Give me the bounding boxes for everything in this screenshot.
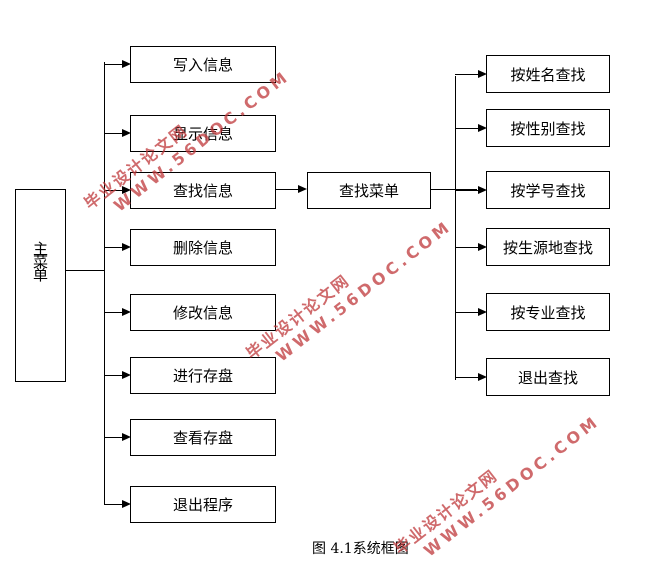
arrow-icon: [478, 186, 487, 194]
connector-line: [104, 247, 124, 248]
connector-line: [104, 504, 124, 505]
connector-line: [104, 312, 124, 313]
arrow-icon: [478, 308, 487, 316]
right-trunk-line: [455, 76, 456, 380]
connector-line: [455, 312, 479, 313]
search-item-by-name[interactable]: 按姓名查找: [486, 55, 610, 93]
search-item-by-student-id[interactable]: 按学号查找: [486, 171, 610, 209]
menu-item-write-info[interactable]: 写入信息: [130, 46, 276, 83]
arrow-icon: [478, 243, 487, 251]
search-item-label: 退出查找: [517, 368, 578, 387]
arrow-icon: [122, 60, 131, 68]
search-item-by-origin[interactable]: 按生源地查找: [486, 228, 610, 266]
menu-item-label: 查看存盘: [172, 429, 233, 447]
menu-item-label: 进行存盘: [172, 367, 233, 385]
arrow-icon: [122, 371, 131, 379]
arrow-icon: [478, 70, 487, 78]
search-menu-box[interactable]: 查找菜单: [307, 172, 431, 209]
watermark: 毕业设计论文网 WWW.56DOC.COM: [242, 216, 456, 366]
main-menu-box: 主菜单: [15, 189, 66, 382]
search-item-label: 按性别查找: [510, 119, 586, 138]
figure-caption: 图 4.1系统框图: [312, 541, 409, 557]
main-menu-label: 主菜单: [31, 241, 49, 280]
menu-item-view-saved[interactable]: 查看存盘: [130, 419, 276, 456]
menu-item-save-data[interactable]: 进行存盘: [130, 357, 276, 394]
menu-item-label: 修改信息: [172, 304, 233, 322]
search-item-label: 按姓名查找: [510, 65, 586, 84]
menu-item-modify-info[interactable]: 修改信息: [130, 294, 276, 331]
connector-line: [104, 133, 124, 134]
connector-line: [455, 190, 479, 191]
connector-line: [455, 74, 479, 75]
search-item-by-major[interactable]: 按专业查找: [486, 293, 610, 331]
connector-line: [104, 437, 124, 438]
menu-item-label: 退出程序: [172, 496, 233, 514]
arrow-icon: [478, 373, 487, 381]
search-item-by-gender[interactable]: 按性别查找: [486, 109, 610, 147]
search-item-exit-search[interactable]: 退出查找: [486, 358, 610, 396]
connector-line: [455, 247, 479, 248]
search-item-label: 按生源地查找: [502, 238, 593, 257]
connector-line: [104, 64, 124, 65]
arrow-icon: [122, 433, 131, 441]
arrow-icon: [122, 500, 131, 508]
left-trunk-line: [104, 62, 105, 505]
arrow-icon: [122, 243, 131, 251]
arrow-icon: [122, 129, 131, 137]
menu-item-display-info[interactable]: 显示信息: [130, 115, 276, 152]
watermark: 毕业设计论文网 WWW.56DOC.COM: [390, 411, 604, 561]
arrow-icon: [122, 186, 131, 194]
menu-item-delete-info[interactable]: 删除信息: [130, 229, 276, 266]
menu-item-find-info[interactable]: 查找信息: [130, 172, 276, 209]
connector-line: [455, 128, 479, 129]
connector-search-to-trunk: [431, 189, 477, 190]
arrow-icon: [298, 185, 307, 193]
menu-item-label: 写入信息: [172, 56, 233, 74]
arrow-icon: [478, 124, 487, 132]
connector-line: [455, 377, 479, 378]
search-item-label: 按学号查找: [510, 181, 586, 200]
connector-main-to-trunk: [66, 270, 105, 271]
search-item-label: 按专业查找: [510, 303, 586, 322]
connector-find-to-search-menu: [276, 189, 299, 190]
menu-item-label: 删除信息: [172, 239, 233, 257]
menu-item-label: 查找信息: [172, 182, 233, 200]
menu-item-label: 显示信息: [172, 125, 233, 143]
arrow-icon: [122, 308, 131, 316]
search-menu-label: 查找菜单: [338, 182, 399, 200]
menu-item-exit-program[interactable]: 退出程序: [130, 486, 276, 523]
connector-line: [104, 190, 124, 191]
connector-line: [104, 375, 124, 376]
